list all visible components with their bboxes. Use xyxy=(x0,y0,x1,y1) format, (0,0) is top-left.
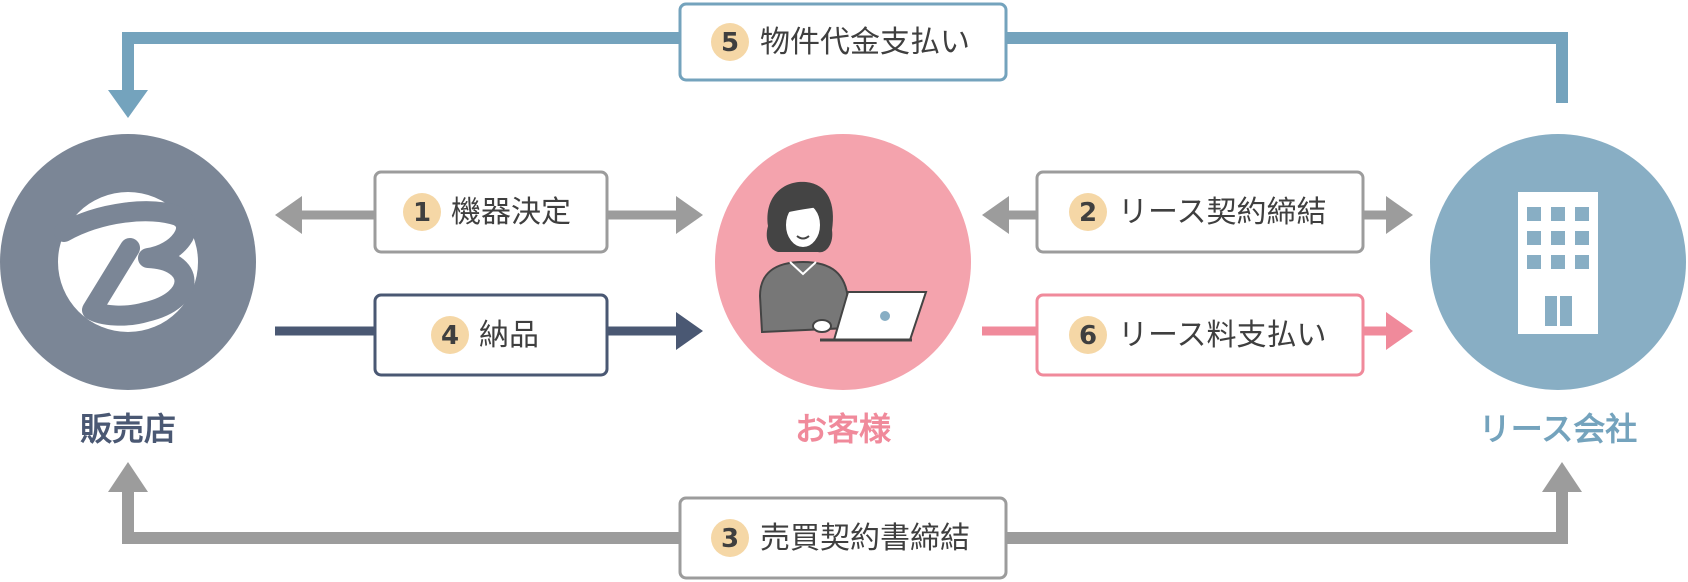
step-6-number: 6 xyxy=(1079,321,1097,351)
brand-b-logo-icon xyxy=(54,192,198,332)
node-lease-label: リース会社 xyxy=(1479,410,1637,448)
step-2-box: 2 リース契約締結 xyxy=(1035,170,1365,254)
step-4-box: 4 納品 xyxy=(373,293,609,377)
woman-with-laptop-icon xyxy=(758,181,928,342)
step-2-label: リース契約締結 xyxy=(1118,195,1327,230)
step-1-label: 機器決定 xyxy=(451,195,571,230)
office-building-icon xyxy=(1518,192,1598,334)
node-customer-label: お客様 xyxy=(795,410,892,448)
step-3-box: 3 売買契約書締結 xyxy=(678,496,1008,580)
step-1-box: 1 機器決定 xyxy=(373,170,609,254)
node-shop-label: 販売店 xyxy=(80,410,176,448)
step-3-number: 3 xyxy=(721,524,739,554)
step-5-number: 5 xyxy=(721,28,739,58)
node-shop: 販売店 xyxy=(0,134,256,448)
node-customer: お客様 xyxy=(715,134,971,448)
step-5-box: 5 物件代金支払い xyxy=(678,2,1008,82)
node-lease: リース会社 xyxy=(1430,134,1686,448)
step-6-box: 6 リース料支払い xyxy=(1035,293,1365,377)
step-5-label: 物件代金支払い xyxy=(760,25,970,60)
step-4-label: 納品 xyxy=(479,318,539,353)
step-2-number: 2 xyxy=(1079,198,1097,228)
step-6-label: リース料支払い xyxy=(1118,318,1327,353)
step-4-number: 4 xyxy=(441,321,459,351)
step-3-label: 売買契約書締結 xyxy=(760,521,970,556)
step-1-number: 1 xyxy=(413,198,431,228)
